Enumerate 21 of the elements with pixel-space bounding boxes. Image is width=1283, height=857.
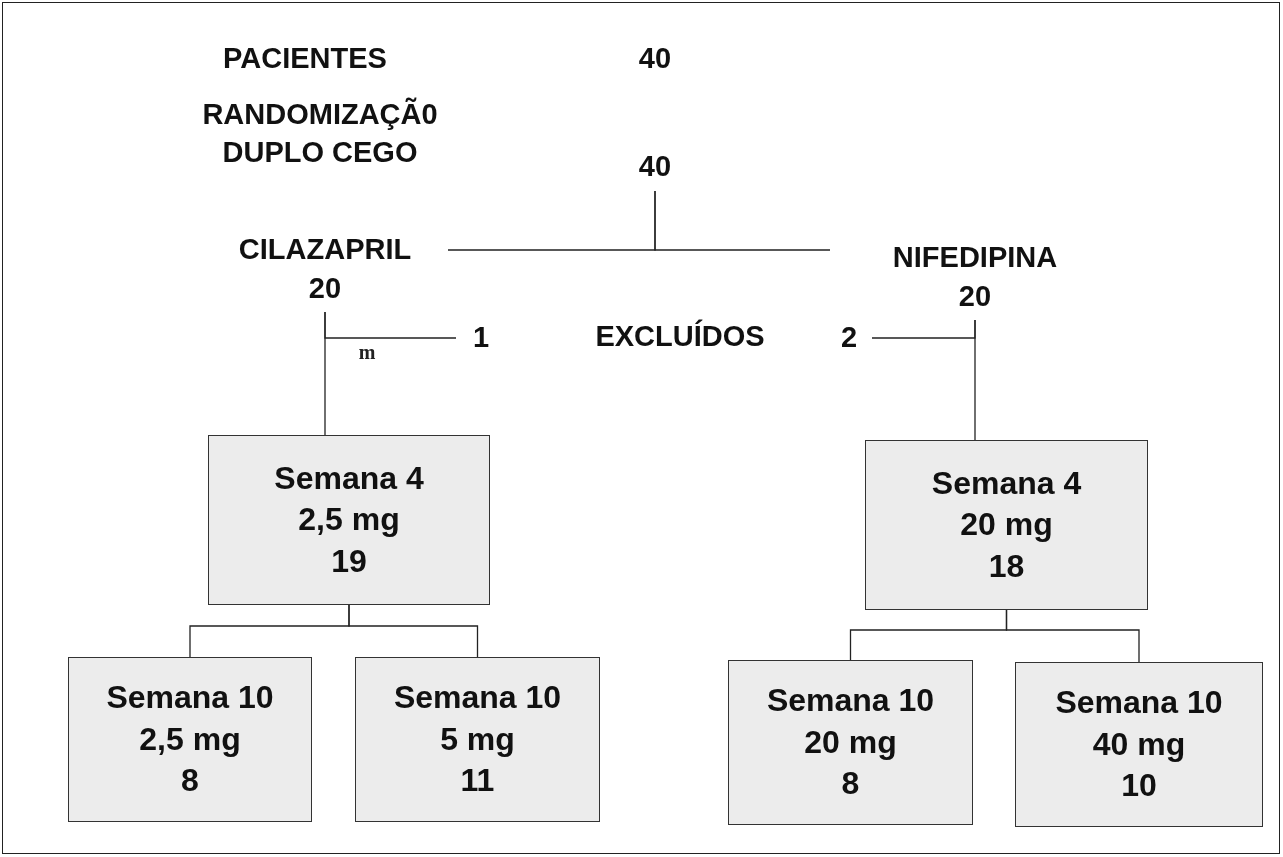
connector-line: [871, 319, 976, 339]
group-label: 40: [625, 145, 685, 189]
stage-box: Semana 4 20 mg 18: [865, 440, 1148, 610]
group-label: 1: [466, 318, 496, 358]
stage-box: Semana 10 20 mg 8: [728, 660, 973, 825]
group-label: 2: [834, 318, 864, 358]
group-label: NIFEDIPINA 20: [840, 236, 1110, 318]
heading-text: 40: [637, 41, 673, 76]
connector-line: [654, 190, 831, 251]
connector-line: [348, 604, 479, 658]
heading-text: RANDOMIZAÇÃ0 DUPLO CEGO: [201, 96, 439, 170]
stage-box: Semana 4 2,5 mg 19: [208, 435, 490, 605]
stage-box: Semana 10 2,5 mg 8: [68, 657, 312, 822]
heading-text: PACIENTES: [222, 41, 388, 76]
connector-line: [1005, 609, 1140, 663]
connector-line: [324, 311, 457, 339]
heading-text: EXCLUÍDOS: [594, 318, 766, 354]
group-label: CILAZAPRIL 20: [210, 228, 440, 310]
stage-box: Semana 10 5 mg 11: [355, 657, 600, 822]
stage-box: Semana 10 40 mg 10: [1015, 662, 1263, 827]
stray-mark: m: [357, 342, 377, 362]
